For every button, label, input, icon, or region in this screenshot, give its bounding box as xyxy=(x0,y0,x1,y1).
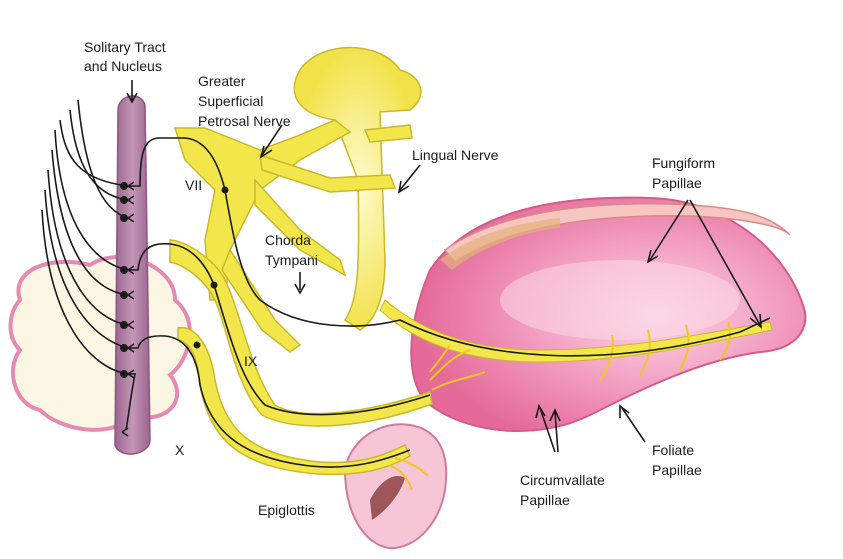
label-greater-line2: Superficial xyxy=(198,93,263,109)
label-solitary-line2: and Nucleus xyxy=(84,58,162,74)
label-chorda-line2: Tympani xyxy=(265,252,318,268)
tongue xyxy=(411,198,805,431)
label-x: X xyxy=(175,442,185,458)
label-fungiform-line1: Fungiform xyxy=(652,155,715,171)
label-chorda-line1: Chorda xyxy=(265,232,311,248)
label-epiglottis: Epiglottis xyxy=(258,502,315,518)
label-foliate-line2: Papillae xyxy=(652,462,702,478)
tongue-highlight xyxy=(500,260,740,340)
label-lingual-nerve: Lingual Nerve xyxy=(412,147,499,163)
label-greater-line1: Greater xyxy=(198,73,246,89)
label-ix: IX xyxy=(244,353,258,369)
label-greater-line3: Petrosal Nerve xyxy=(198,113,291,129)
label-vii: VII xyxy=(185,177,202,193)
label-circumvallate-line1: Circumvallate xyxy=(520,472,605,488)
label-circumvallate-line2: Papillae xyxy=(520,492,570,508)
label-foliate-line1: Foliate xyxy=(652,442,694,458)
label-fungiform-line2: Papillae xyxy=(652,175,702,191)
label-solitary-line1: Solitary Tract xyxy=(84,39,166,55)
epiglottis-shape xyxy=(345,424,446,548)
